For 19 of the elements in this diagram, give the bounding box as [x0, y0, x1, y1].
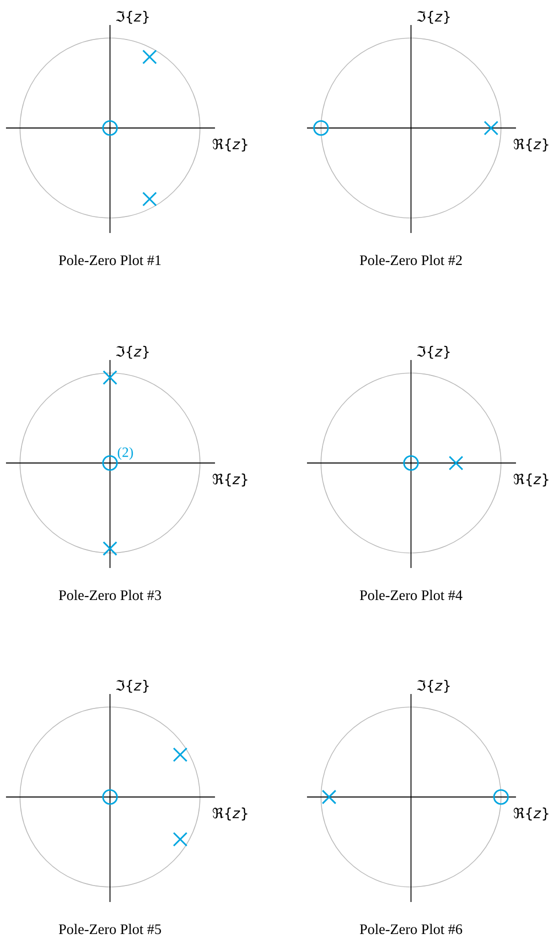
- axis-label: ℜ{z}: [514, 474, 548, 486]
- plot-caption: Pole-Zero Plot #4: [360, 590, 462, 600]
- plot-caption: Pole-Zero Plot #1: [58, 254, 161, 266]
- axis-label: ℜ{z}: [514, 808, 548, 820]
- axis-label: ℑ{z}: [116, 680, 149, 693]
- plot-caption: Pole-Zero Plot #2: [360, 254, 462, 266]
- axis-label: ℜ{z}: [212, 474, 248, 486]
- axis-label: ℑ{z}: [416, 10, 450, 24]
- plot-caption: Pole-Zero Plot #6: [360, 924, 462, 934]
- axis-label: ℑ{z}: [116, 346, 149, 359]
- axis-label: ℜ{z}: [212, 138, 248, 152]
- plot-caption: Pole-Zero Plot #3: [58, 590, 161, 600]
- plot-caption: Pole-Zero Plot #5: [58, 924, 161, 934]
- axis-label: ℜ{z}: [514, 138, 548, 152]
- axis-label: ℑ{z}: [416, 346, 450, 359]
- axis-label: ℑ{z}: [416, 680, 450, 693]
- axis-label: ℜ{z}: [212, 808, 248, 820]
- axis-label: ℑ{z}: [116, 10, 149, 24]
- multiplicity-label: (2): [118, 447, 133, 460]
